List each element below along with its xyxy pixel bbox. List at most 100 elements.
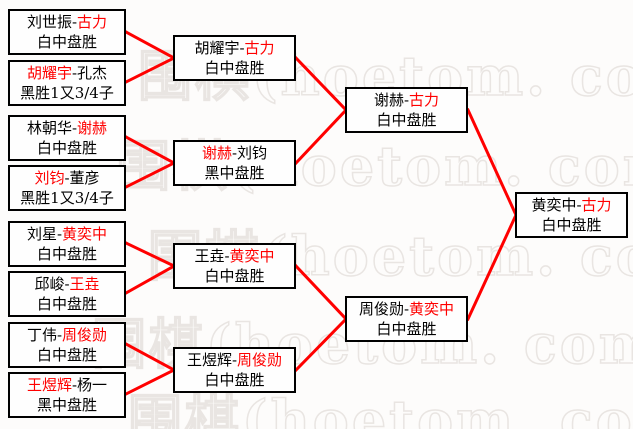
player-name: 王煜辉 xyxy=(186,351,232,369)
match-box-r1-m4: 刘钧-董彦 黑胜1又3/4子 xyxy=(8,165,126,211)
match-result: 黑胜1又3/4子 xyxy=(20,84,114,102)
connector-line xyxy=(293,107,349,166)
match-players: 谢赫-刘钧 xyxy=(175,143,294,163)
match-players: 刘钧-董彦 xyxy=(10,168,124,188)
connector-line xyxy=(123,134,177,166)
connector-line xyxy=(123,29,177,61)
dash: - xyxy=(403,91,410,109)
dash: - xyxy=(403,300,410,318)
connector-line xyxy=(466,213,518,321)
match-result: 白中盘胜 xyxy=(376,320,437,338)
match-players: 王煜辉-杨一 xyxy=(10,375,124,395)
player-name: 胡耀宇 xyxy=(194,39,240,57)
connector-line xyxy=(123,367,177,397)
player-name: 王垚 xyxy=(194,247,225,265)
player-name: 孔杰 xyxy=(77,64,108,82)
connector-line xyxy=(123,55,177,85)
player-name: 周俊勋 xyxy=(237,351,283,369)
dash: - xyxy=(56,326,63,344)
dash: - xyxy=(231,144,238,162)
player-name: 丁伟 xyxy=(26,326,57,344)
connector-line xyxy=(293,55,349,113)
match-box-qf-m1: 胡耀宇-古力 白中盘胜 xyxy=(173,35,296,81)
match-box-r1-m1: 刘世振-古力 白中盘胜 xyxy=(8,9,126,55)
match-box-r1-m3: 林朝华-谢赫 白中盘胜 xyxy=(8,115,126,161)
match-result: 白中盘胜 xyxy=(541,216,602,234)
match-players: 林朝华-谢赫 xyxy=(10,118,124,138)
player-name: 周俊勋 xyxy=(62,326,108,344)
match-players: 周俊勋-黄奕中 xyxy=(347,299,466,319)
player-name: 周俊勋 xyxy=(358,300,404,318)
player-name: 王垚 xyxy=(69,275,100,293)
player-name: 古力 xyxy=(77,13,108,31)
match-players: 黄奕中-古力 xyxy=(517,195,626,215)
dash: - xyxy=(576,196,582,214)
player-name: 刘星 xyxy=(26,225,57,243)
match-result: 白中盘胜 xyxy=(204,267,265,285)
match-box-qf-m4: 王煜辉-周俊勋 白中盘胜 xyxy=(173,347,296,393)
player-name: 黄奕中 xyxy=(531,196,577,214)
match-box-r1-m8: 王煜辉-杨一 黑中盘胜 xyxy=(8,372,126,418)
match-players: 邱峻-王垚 xyxy=(10,274,124,294)
match-players: 刘星-黄奕中 xyxy=(10,224,124,244)
match-result: 白中盘胜 xyxy=(204,59,265,77)
dash: - xyxy=(71,376,78,394)
match-players: 王煜辉-周俊勋 xyxy=(175,350,294,370)
match-result: 白中盘胜 xyxy=(36,245,97,263)
dash: - xyxy=(71,64,78,82)
player-name: 刘世振 xyxy=(26,13,72,31)
dash: - xyxy=(239,39,245,57)
match-result: 白中盘胜 xyxy=(36,295,97,313)
match-box-sf-m2: 周俊勋-黄奕中 白中盘胜 xyxy=(345,296,468,342)
player-name: 黄奕中 xyxy=(62,225,108,243)
connector-line xyxy=(123,263,177,296)
player-name: 刘钧 xyxy=(34,169,65,187)
match-box-r1-m6: 邱峻-王垚 白中盘胜 xyxy=(8,271,126,317)
match-result: 白中盘胜 xyxy=(204,371,265,389)
match-players: 胡耀宇-古力 xyxy=(175,38,294,58)
player-name: 王煜辉 xyxy=(26,376,72,394)
connector-line xyxy=(466,108,518,217)
match-box-sf-m1: 谢赫-古力 白中盘胜 xyxy=(345,87,468,133)
match-box-qf-m3: 王垚-黄奕中 白中盘胜 xyxy=(173,243,296,289)
player-name: 古力 xyxy=(581,196,612,214)
match-result: 白中盘胜 xyxy=(36,346,97,364)
match-players: 丁伟-周俊勋 xyxy=(10,325,124,345)
player-name: 胡耀宇 xyxy=(26,64,72,82)
match-result: 白中盘胜 xyxy=(36,139,97,157)
match-box-final: 黄奕中-古力 白中盘胜 xyxy=(515,192,628,238)
player-name: 刘钧 xyxy=(237,144,268,162)
player-name: 古力 xyxy=(409,91,440,109)
match-players: 王垚-黄奕中 xyxy=(175,246,294,266)
match-players: 刘世振-古力 xyxy=(10,12,124,32)
player-name: 杨一 xyxy=(77,376,108,394)
dash: - xyxy=(224,247,230,265)
dash: - xyxy=(56,225,63,243)
dash: - xyxy=(64,275,70,293)
match-players: 谢赫-古力 xyxy=(347,90,466,110)
match-players: 胡耀宇-孔杰 xyxy=(10,63,124,83)
match-box-r1-m2: 胡耀宇-孔杰 黑胜1又3/4子 xyxy=(8,60,126,106)
player-name: 邱峻 xyxy=(34,275,65,293)
player-name: 林朝华 xyxy=(26,119,72,137)
connector-line xyxy=(293,263,349,322)
match-box-r1-m5: 刘星-黄奕中 白中盘胜 xyxy=(8,221,126,267)
match-box-r1-m7: 丁伟-周俊勋 白中盘胜 xyxy=(8,322,126,368)
player-name: 黄奕中 xyxy=(409,300,455,318)
match-result: 黑中盘胜 xyxy=(36,396,97,414)
player-name: 谢赫 xyxy=(77,119,108,137)
match-result: 白中盘胜 xyxy=(36,33,97,51)
player-name: 古力 xyxy=(244,39,275,57)
connector-line xyxy=(293,316,349,373)
connector-line xyxy=(123,341,177,373)
connector-line xyxy=(123,160,177,190)
match-result: 白中盘胜 xyxy=(376,111,437,129)
dash: - xyxy=(71,119,78,137)
connector-line xyxy=(123,240,177,269)
dash: - xyxy=(71,13,78,31)
player-name: 黄奕中 xyxy=(229,247,275,265)
dash: - xyxy=(64,169,70,187)
dash: - xyxy=(231,351,238,369)
